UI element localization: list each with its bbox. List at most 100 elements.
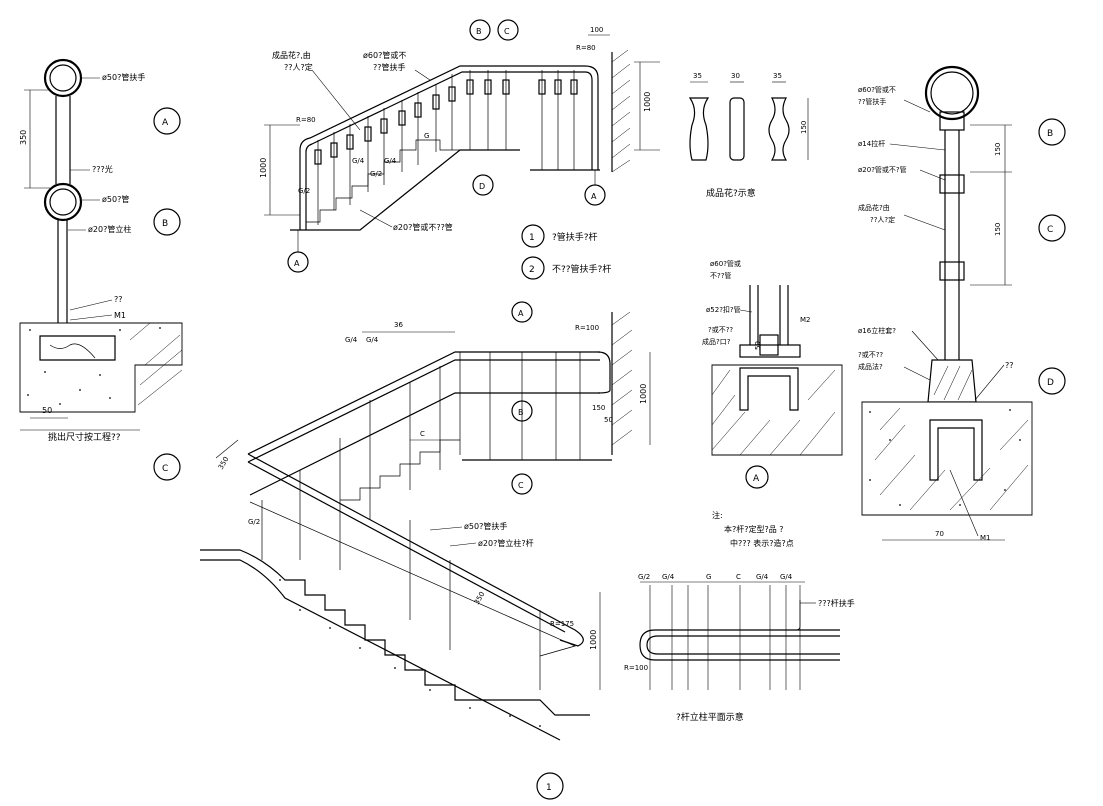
ax-350: 350 xyxy=(217,455,231,471)
st-ornament-label: 成品花?,由 xyxy=(272,50,311,60)
orn-150: 150 xyxy=(800,121,808,134)
bubble-c-left: C xyxy=(162,464,168,474)
rd-70: 70 xyxy=(935,530,944,538)
pl-caption: ?杆立柱平面示意 xyxy=(676,711,744,723)
rd-bubble-d: D xyxy=(1047,378,1054,388)
rd-16-label: ø16立柱套? xyxy=(858,326,896,335)
st-100-label: 100 xyxy=(590,26,603,34)
dim-50-label: 50 xyxy=(42,406,52,415)
ax-bubble-b: B xyxy=(518,408,524,417)
rd-20-label: ø20?管或不?管 xyxy=(858,165,907,174)
ax-handrail-label: ø50?管扶手 xyxy=(464,521,507,531)
legend-num-2: 2 xyxy=(529,265,535,275)
ax-r100: R=100 xyxy=(575,324,599,332)
ax-g4: G/4 xyxy=(345,336,358,344)
st-bubble-d: D xyxy=(479,182,485,191)
rd-product-label: 成品法? xyxy=(858,362,883,371)
st-bubble-c: C xyxy=(504,27,510,36)
rd-ornament-label: 成品花?由 xyxy=(858,203,890,212)
mid-product-label: 成品?口? xyxy=(702,337,731,346)
mid-bubble-a: A xyxy=(753,474,760,484)
pl-g2: G/2 xyxy=(638,573,650,581)
pl-r100: R=100 xyxy=(624,664,648,672)
st-g2-label: G/2 xyxy=(298,187,310,195)
axonometric-stair: 36 G/4 G/4 R=100 1000 150 50 C 350 G/2 ø… xyxy=(200,301,651,741)
rd-pipe60-label: ø60?管或不 xyxy=(858,85,896,94)
pipe50-label: ø50?管 xyxy=(102,194,129,204)
orn-caption: 成品花?示意 xyxy=(706,187,756,199)
st-pipe60-label: ø60?管或不 xyxy=(363,50,406,60)
mid-60b-label: 不??管 xyxy=(710,271,731,280)
ax-350b: 350 xyxy=(473,590,487,606)
st-bubble-a: A xyxy=(294,259,300,268)
st-pipe20-label: ø20?管或不??管 xyxy=(393,222,453,232)
rd-weld-label: ?? xyxy=(1005,361,1014,370)
pl-g4c: G/4 xyxy=(780,573,793,581)
mid-60-label: ø60?管或 xyxy=(710,259,741,268)
ax-150: 150 xyxy=(592,404,605,412)
rd-bubble-c: C xyxy=(1047,225,1053,235)
ax-36: 36 xyxy=(394,321,403,329)
st-g4-label: G/4 xyxy=(352,157,365,165)
mid-or-label: ?或不?? xyxy=(708,325,733,334)
ax-g4b: G/4 xyxy=(366,336,379,344)
st-g4b-label: G/4 xyxy=(384,157,397,165)
weld-label: ?? xyxy=(114,295,123,304)
handrail-pipe-label: ø50?管扶手 xyxy=(102,72,145,82)
drawing-number-label: 1 xyxy=(546,783,552,793)
rd-bubble-b: B xyxy=(1047,129,1053,139)
pl-g4: G/4 xyxy=(662,573,675,581)
mid-m2-label: M2 xyxy=(800,316,811,324)
legend-1-text: ?管扶手?杆 xyxy=(552,231,598,243)
mid-52-label: ø52?扣?管 xyxy=(706,305,741,314)
st-ornament-label2: ??人?定 xyxy=(284,62,313,72)
st-r80-left: R=80 xyxy=(296,116,316,124)
st-bubble-b: B xyxy=(476,27,482,36)
st-r80-right: R=80 xyxy=(576,44,596,52)
bubble-a-left: A xyxy=(162,118,169,128)
pl-g: G xyxy=(706,573,711,581)
bubble-b-left: B xyxy=(162,219,168,229)
note-line-1: 本?杆?定型?品 ? xyxy=(724,524,784,534)
m1-label: M1 xyxy=(114,311,126,320)
pl-c: C xyxy=(736,573,741,581)
ornament-details: 35 30 35 150 成品花?示意 xyxy=(688,72,809,199)
post-plan-view: G/2 G/4 G C G/4 G/4 ???杆扶手 R=100 ?杆立柱平面示… xyxy=(624,573,855,723)
mid-50-label: 50 xyxy=(754,341,762,350)
ax-50: 50 xyxy=(604,416,613,424)
st-g-label: G xyxy=(424,132,429,140)
rd-150-top: 150 xyxy=(994,143,1002,156)
legend-2-text: 不??管扶手?杆 xyxy=(552,263,611,275)
rd-m1-label: M1 xyxy=(980,534,991,542)
ax-bubble-a: A xyxy=(518,309,524,318)
ax-1000b: 1000 xyxy=(589,630,598,650)
pl-g4b: G/4 xyxy=(756,573,769,581)
polish-label: ???光 xyxy=(92,164,113,174)
overhang-note: 挑出尺寸按工程?? xyxy=(48,431,121,443)
handrail-section-detail: 350 ø50?管扶手 ???光 ø50?管 ø20?管立柱 ?? M1 50 … xyxy=(19,58,183,481)
ax-post-label: ø20?管立柱?杆 xyxy=(478,538,534,548)
orn-35: 35 xyxy=(693,72,702,80)
pl-handrail-label: ???杆扶手 xyxy=(818,598,855,608)
rd-ornament2-label: ??人?定 xyxy=(870,215,895,224)
right-post-detail: 150 150 70 ø60?管或不 ??管扶手 ø14拉杆 ø20?管或不?管… xyxy=(858,65,1066,542)
rd-150-mid: 150 xyxy=(994,223,1002,236)
ax-r175: R=175 xyxy=(550,620,574,628)
rd-or-label: ?或不?? xyxy=(858,350,883,359)
st-pipe60-label2: ??管扶手 xyxy=(373,62,406,72)
dim-350-label: 350 xyxy=(19,130,28,145)
rd-14-label: ø14拉杆 xyxy=(858,139,885,148)
ax-bubble-c: C xyxy=(518,481,524,490)
st-bubble-a2: A xyxy=(591,192,597,201)
drawing-number: 1 xyxy=(536,772,564,800)
legend-num-1: 1 xyxy=(529,233,535,243)
ax-c: C xyxy=(420,430,425,438)
rd-pipe60b-label: ??管扶手 xyxy=(858,97,886,106)
st-g2b-label: G/2 xyxy=(370,170,382,178)
post20-label: ø20?管立柱 xyxy=(88,224,131,234)
orn-35b: 35 xyxy=(773,72,782,80)
st-1000-right: 1000 xyxy=(643,92,652,112)
ax-g2: G/2 xyxy=(248,518,260,526)
note-line-2: 中??? 表示?造?点 xyxy=(730,538,794,548)
